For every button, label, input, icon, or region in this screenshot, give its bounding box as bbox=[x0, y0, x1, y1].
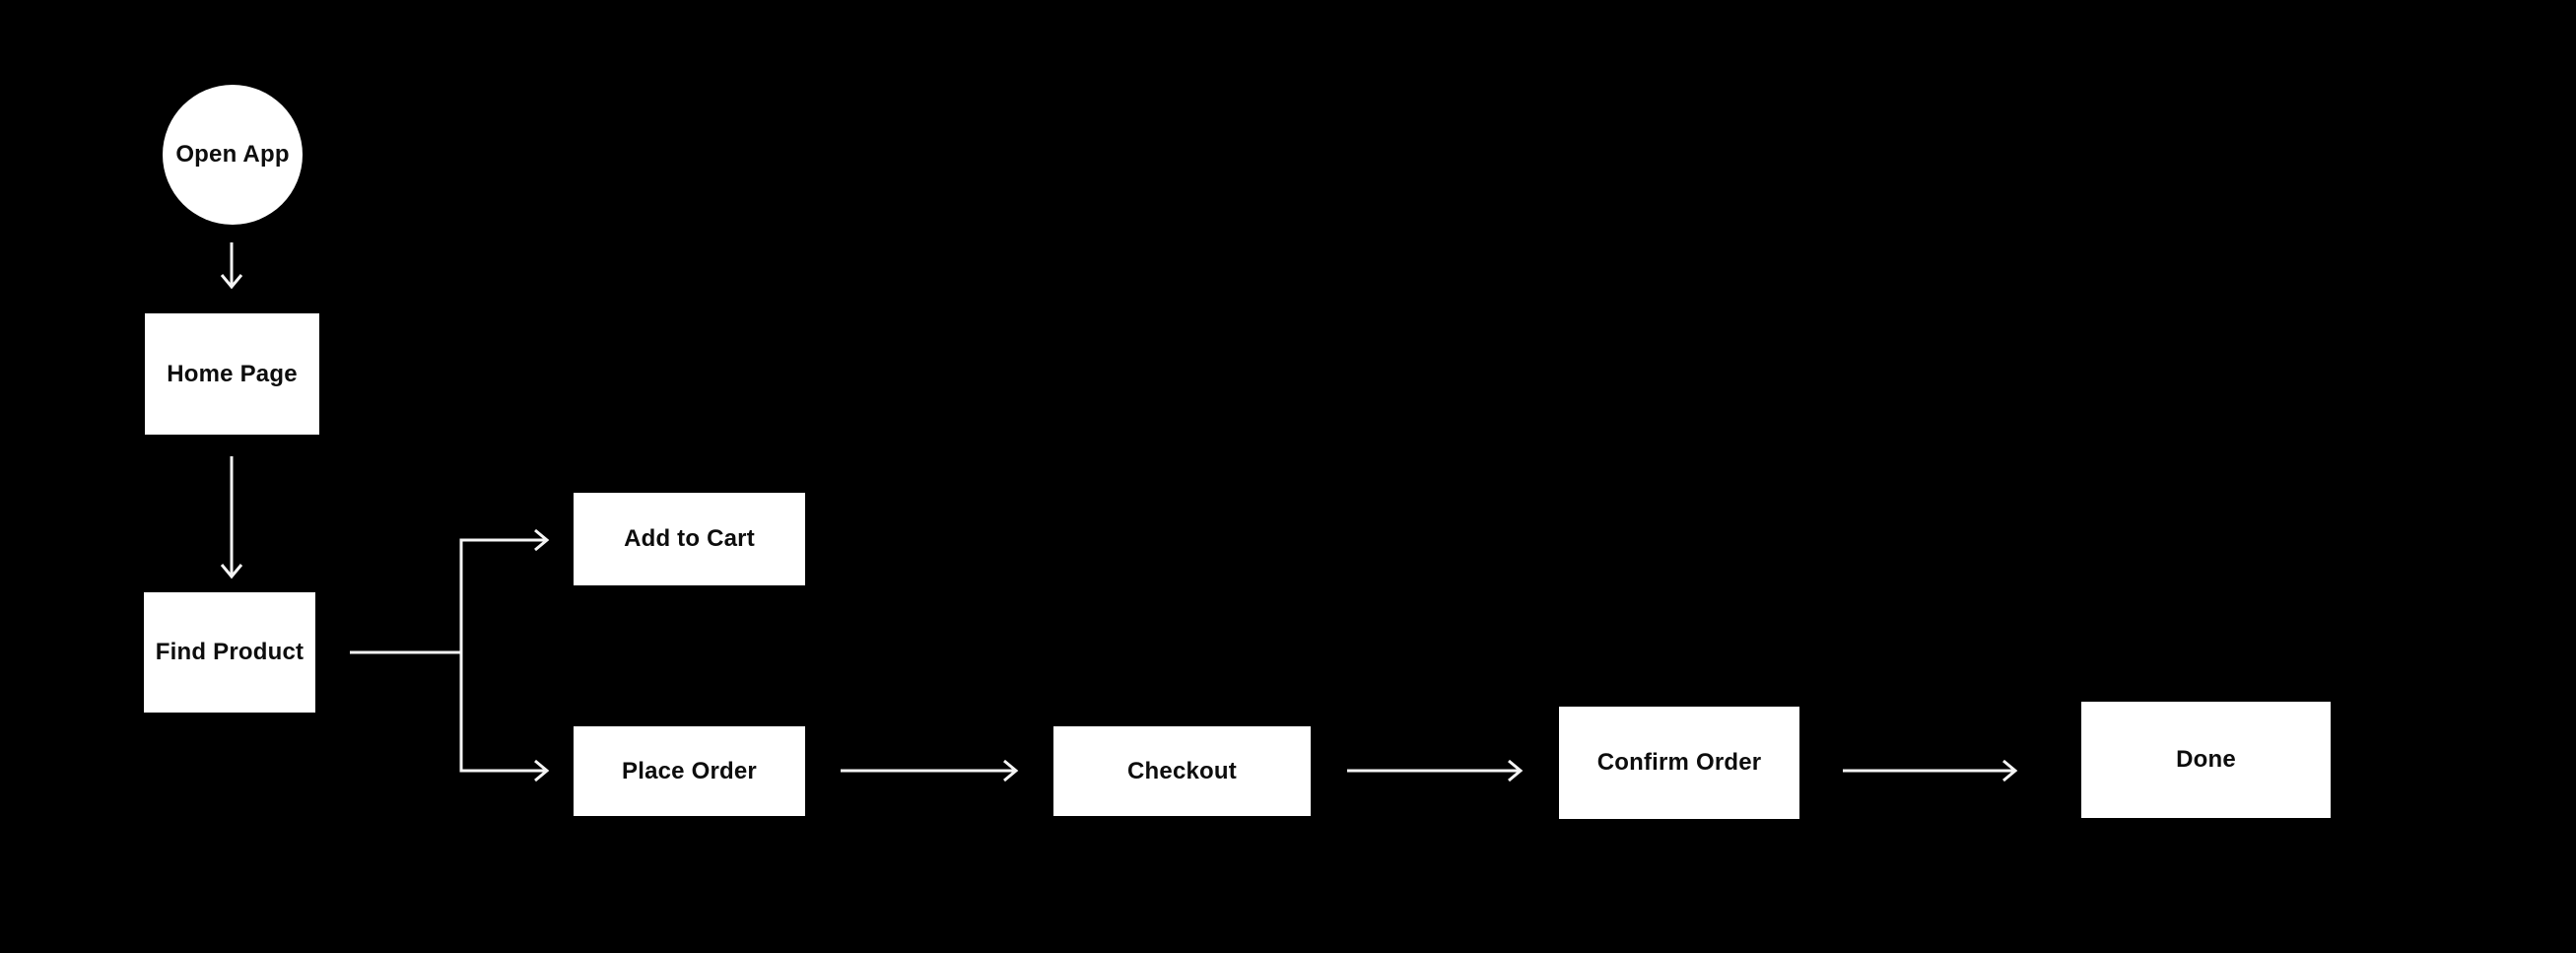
edge-findproduct-placeorder bbox=[459, 652, 550, 783]
node-home-page[interactable]: Home Page bbox=[145, 313, 319, 435]
node-open-app-label: Open App bbox=[175, 141, 290, 168]
node-done-label: Done bbox=[2176, 746, 2236, 773]
node-checkout[interactable]: Checkout bbox=[1053, 726, 1311, 816]
node-place-order-label: Place Order bbox=[622, 757, 757, 784]
node-confirm-order[interactable]: Confirm Order bbox=[1559, 707, 1799, 819]
node-checkout-label: Checkout bbox=[1127, 757, 1237, 784]
node-find-product[interactable]: Find Product bbox=[144, 592, 315, 713]
node-find-product-label: Find Product bbox=[155, 639, 305, 665]
node-add-to-cart[interactable]: Add to Cart bbox=[574, 493, 805, 585]
node-confirm-order-label: Confirm Order bbox=[1596, 749, 1762, 776]
node-open-app[interactable]: Open App bbox=[163, 85, 303, 225]
node-add-to-cart-label: Add to Cart bbox=[624, 525, 755, 552]
edge-findproduct-addtocart bbox=[350, 528, 550, 654]
node-place-order[interactable]: Place Order bbox=[574, 726, 805, 816]
node-home-page-label: Home Page bbox=[167, 360, 298, 387]
node-done[interactable]: Done bbox=[2081, 702, 2331, 818]
